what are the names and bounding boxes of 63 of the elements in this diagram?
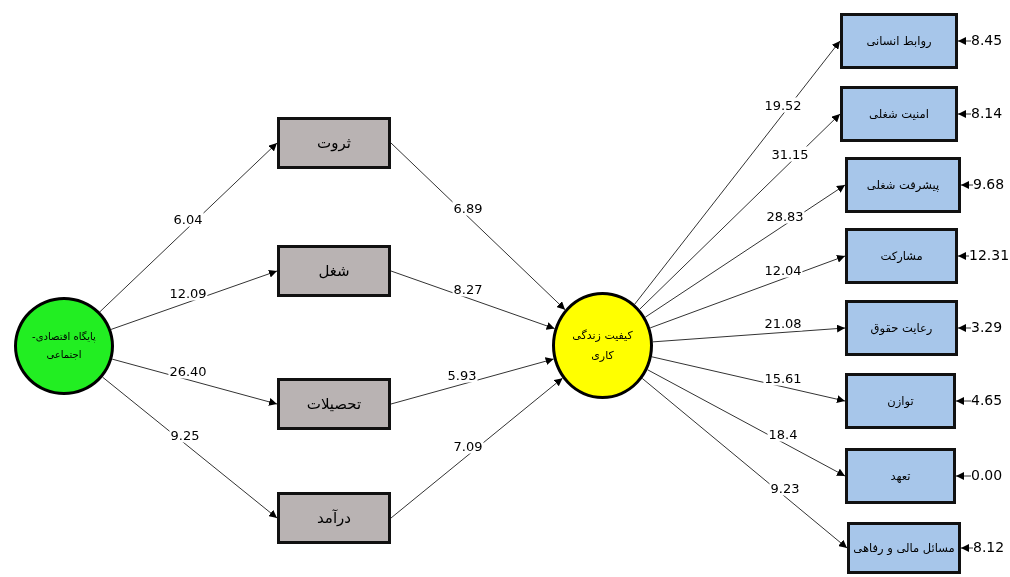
arrow: [957, 324, 972, 332]
arrow: [111, 358, 278, 406]
indicator-box: [845, 300, 958, 356]
indicator-box: [277, 492, 391, 544]
node-label: پیشرفت شغلی: [866, 176, 940, 194]
arrow: [955, 472, 972, 480]
indicator-box: [847, 522, 961, 574]
error-value: 8.14: [971, 104, 1003, 124]
node-label: درآمد: [317, 507, 351, 529]
indicator-box: [277, 117, 391, 169]
node-label: مسائل مالی و رفاهی: [853, 539, 955, 557]
arrow: [110, 269, 278, 330]
node-label: روابط انسانی: [866, 32, 932, 50]
arrow: [960, 181, 974, 189]
error-value: 8.12: [973, 538, 1005, 558]
error-value: 0.00: [971, 466, 1003, 486]
arrow: [649, 255, 846, 329]
indicator-box: [840, 13, 958, 69]
node-label: تعهد: [890, 467, 911, 485]
arrow: [99, 142, 278, 313]
node-label: شغل: [318, 260, 350, 282]
arrow: [957, 252, 970, 260]
arrow: [644, 184, 846, 318]
indicator-box: [845, 448, 956, 504]
error-value: 12.31: [969, 246, 1010, 266]
error-value: 3.29: [971, 318, 1003, 338]
indicator-box: [840, 86, 958, 142]
arrow: [955, 397, 972, 405]
arrow: [957, 37, 972, 45]
arrow: [647, 369, 846, 477]
node-label: ثروت: [317, 132, 351, 154]
node-label: مشارکت: [880, 247, 923, 265]
arrow: [390, 377, 563, 519]
edge-label: 6.89: [452, 200, 484, 216]
arrow: [102, 376, 278, 519]
indicator-box: [277, 245, 391, 297]
node-label: توازن: [887, 392, 914, 410]
arrow: [390, 357, 555, 405]
arrow: [390, 142, 566, 311]
error-value: 8.45: [971, 31, 1003, 51]
arrow: [634, 40, 841, 305]
indicator-box: [845, 373, 956, 429]
error-value: 9.68: [973, 175, 1005, 195]
arrow: [639, 113, 841, 310]
edge-label: 6.04: [172, 211, 204, 227]
arrow: [390, 270, 556, 330]
node-label: پایگاه اقتصادی- اجتماعی: [31, 330, 97, 362]
error-value: 4.65: [971, 391, 1003, 411]
arrow: [641, 377, 848, 549]
arrow: [957, 110, 972, 118]
edge-label: 19.52: [763, 97, 803, 113]
edge-label: 31.15: [770, 146, 810, 162]
arrow: [651, 356, 846, 404]
edge-label: 28.83: [765, 208, 805, 224]
node-label: تحصیلات: [306, 393, 362, 415]
arrow: [652, 324, 846, 343]
node-label: امنیت شغلی: [869, 105, 929, 123]
indicator-box: [277, 378, 391, 430]
node-label: رعایت حقوق: [870, 319, 933, 337]
indicator-box: [845, 157, 961, 213]
node-label: کیفیت زندگی کاری: [571, 327, 634, 364]
indicator-box: [845, 228, 958, 284]
arrow: [960, 544, 974, 552]
